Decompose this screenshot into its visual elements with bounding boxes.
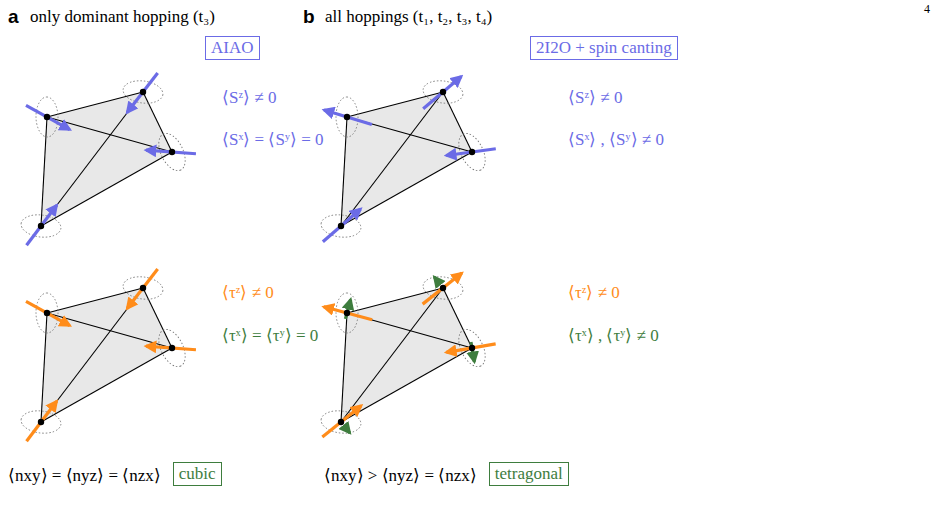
annotation: ⟨nxy⟩ > ⟨nyz⟩ = ⟨nzx⟩ (324, 466, 477, 486)
annotation: ⟨τᶻ⟩ ≠ 0 (568, 283, 620, 303)
box-text: tetragonal (495, 464, 563, 484)
page-number: 4 (924, 2, 930, 16)
boxed-label: cubic (173, 462, 222, 486)
annotation: all hoppings (t₁, t₂, t₃, t₄) (325, 7, 492, 27)
annotation: ⟨Sᶻ⟩ ≠ 0 (222, 88, 276, 108)
box-text: cubic (179, 464, 216, 484)
box-text: 2I2O + spin canting (536, 38, 672, 58)
tetrahedron (320, 76, 496, 241)
tetrahedron (320, 273, 496, 437)
annotation: ⟨Sᶻ⟩ ≠ 0 (568, 88, 622, 108)
box-text: AIAO (211, 38, 254, 58)
annotation: ⟨τᶻ⟩ ≠ 0 (222, 283, 274, 303)
boxed-label: 2I2O + spin canting (530, 36, 678, 60)
annotation: ⟨τˣ⟩ = ⟨τʸ⟩ = 0 (222, 326, 318, 346)
annotation: ⟨nxy⟩ = ⟨nyz⟩ = ⟨nzx⟩ (8, 466, 161, 486)
tetrahedron (20, 73, 196, 245)
panel-letter: b (303, 6, 315, 29)
annotation: ⟨τˣ⟩ , ⟨τʸ⟩ ≠ 0 (568, 326, 659, 346)
annotation: ⟨Sˣ⟩ , ⟨Sʸ⟩ ≠ 0 (568, 130, 664, 150)
tetrahedron (20, 269, 196, 441)
annotation: ⟨Sˣ⟩ = ⟨Sʸ⟩ = 0 (222, 130, 324, 150)
boxed-label: tetragonal (489, 462, 569, 486)
panel-letter: a (8, 6, 19, 29)
boxed-label: AIAO (205, 36, 260, 60)
annotation: only dominant hopping (t₃) (30, 7, 215, 27)
